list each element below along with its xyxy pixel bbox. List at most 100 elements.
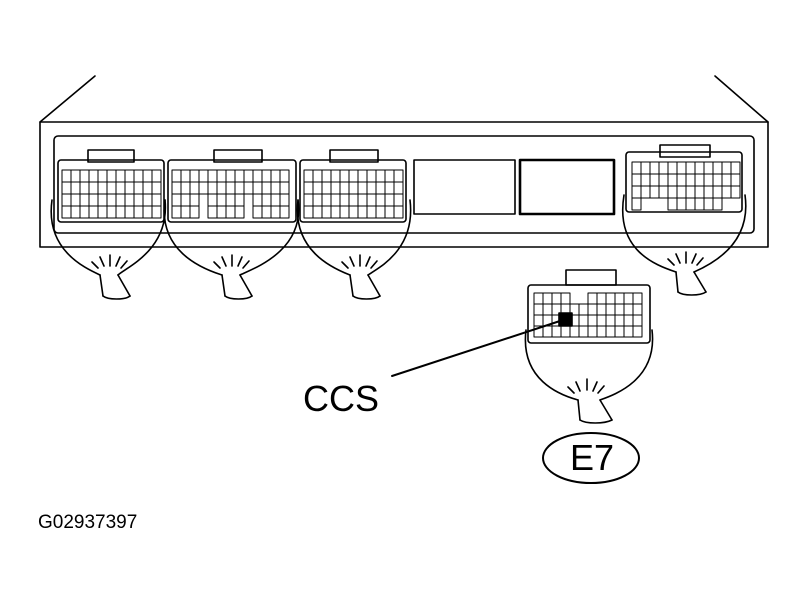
terminal-cavity — [375, 181, 386, 195]
terminal-cavity — [88, 181, 99, 195]
terminal-cavity — [79, 193, 90, 207]
terminal-cavity — [207, 169, 218, 183]
terminal-cavity — [234, 181, 245, 195]
terminal-cavity — [357, 205, 368, 219]
terminal-cavity — [712, 185, 723, 199]
terminal-cavity — [676, 185, 687, 199]
terminal-cavity — [366, 205, 377, 219]
terminal-cavity — [106, 169, 117, 183]
terminal-cavity — [542, 303, 553, 316]
terminal-cavity — [61, 181, 72, 195]
terminal-cavity — [261, 205, 272, 219]
terminal-cavity — [667, 161, 678, 175]
terminal-cavity — [605, 314, 616, 327]
wire-harness-4 — [621, 194, 747, 296]
terminal-cavity — [578, 303, 589, 316]
terminal-cavity — [330, 169, 341, 183]
terminal-cavity — [252, 193, 263, 207]
terminal-cavity — [623, 314, 634, 327]
terminal-cavity — [712, 161, 723, 175]
terminal-cavity — [587, 325, 598, 338]
terminal-cavity — [142, 181, 153, 195]
terminal-cavity — [631, 197, 642, 211]
terminal-cavity — [703, 197, 714, 211]
terminal-cavity — [685, 185, 696, 199]
terminal-cavity — [189, 193, 200, 207]
terminal-cavity — [721, 185, 732, 199]
terminal-cavity — [676, 161, 687, 175]
terminal-cavity — [384, 181, 395, 195]
terminal-cavity — [270, 205, 281, 219]
terminal-cavity — [366, 169, 377, 183]
terminal-cavity — [587, 314, 598, 327]
terminal-cavity — [171, 181, 182, 195]
terminal-cavity — [596, 303, 607, 316]
terminal-cavity — [207, 181, 218, 195]
terminal-cavity — [171, 205, 182, 219]
terminal-cavity — [703, 173, 714, 187]
connector-e7-label: E7 — [570, 437, 615, 478]
terminal-cavity — [533, 314, 544, 327]
terminal-cavity — [384, 169, 395, 183]
terminal-cavity — [303, 181, 314, 195]
terminal-cavity — [261, 193, 272, 207]
terminal-cavity — [142, 169, 153, 183]
terminal-cavity — [348, 169, 359, 183]
terminal-cavity — [124, 205, 135, 219]
terminal-cavity — [261, 169, 272, 183]
terminal-cavity — [560, 325, 571, 338]
ecu-blank-slot-2 — [518, 158, 616, 216]
terminal-cavity — [124, 181, 135, 195]
terminal-cavity — [133, 181, 144, 195]
terminal-cavity — [243, 181, 254, 195]
terminal-cavity — [321, 169, 332, 183]
terminal-cavity — [115, 205, 126, 219]
terminal-cavity — [312, 193, 323, 207]
terminal-cavity — [596, 292, 607, 305]
terminal-cavity — [551, 325, 562, 338]
terminal-cavity — [685, 173, 696, 187]
terminal-cavity — [587, 292, 598, 305]
terminal-cavity — [252, 169, 263, 183]
terminal-cavity — [115, 181, 126, 195]
terminal-cavity — [279, 169, 290, 183]
terminal-cavity — [640, 173, 651, 187]
terminal-cavity — [207, 193, 218, 207]
terminal-cavity — [631, 161, 642, 175]
terminal-cavity — [216, 169, 227, 183]
ecu-connector-2 — [167, 149, 297, 223]
terminal-cavity — [312, 169, 323, 183]
terminal-cavity — [393, 181, 404, 195]
terminal-cavity — [533, 303, 544, 316]
terminal-cavity — [339, 205, 350, 219]
terminal-cavity — [605, 303, 616, 316]
terminal-cavity — [632, 325, 643, 338]
terminal-cavity — [61, 193, 72, 207]
terminal-cavity — [88, 193, 99, 207]
terminal-cavity — [225, 169, 236, 183]
terminal-cavity — [596, 325, 607, 338]
terminal-cavity — [216, 205, 227, 219]
terminal-cavity — [614, 292, 625, 305]
terminal-cavity — [270, 169, 281, 183]
terminal-cavity — [542, 292, 553, 305]
terminal-cavity — [366, 181, 377, 195]
connector-id-ellipse — [542, 432, 640, 484]
terminal-cavity — [303, 205, 314, 219]
terminal-cavity — [384, 193, 395, 207]
terminal-cavity — [348, 181, 359, 195]
terminal-cavity — [70, 181, 81, 195]
terminal-cavity — [694, 173, 705, 187]
terminal-cavity — [614, 325, 625, 338]
terminal-cavity — [721, 161, 732, 175]
terminal-cavity — [216, 193, 227, 207]
terminal-cavity — [357, 193, 368, 207]
terminal-cavity — [393, 205, 404, 219]
terminal-cavity — [658, 173, 669, 187]
terminal-cavity — [339, 181, 350, 195]
terminal-cavity — [667, 197, 678, 211]
terminal-cavity — [234, 205, 245, 219]
terminal-cavity — [375, 193, 386, 207]
terminal-cavity — [225, 205, 236, 219]
terminal-cavity — [252, 205, 263, 219]
